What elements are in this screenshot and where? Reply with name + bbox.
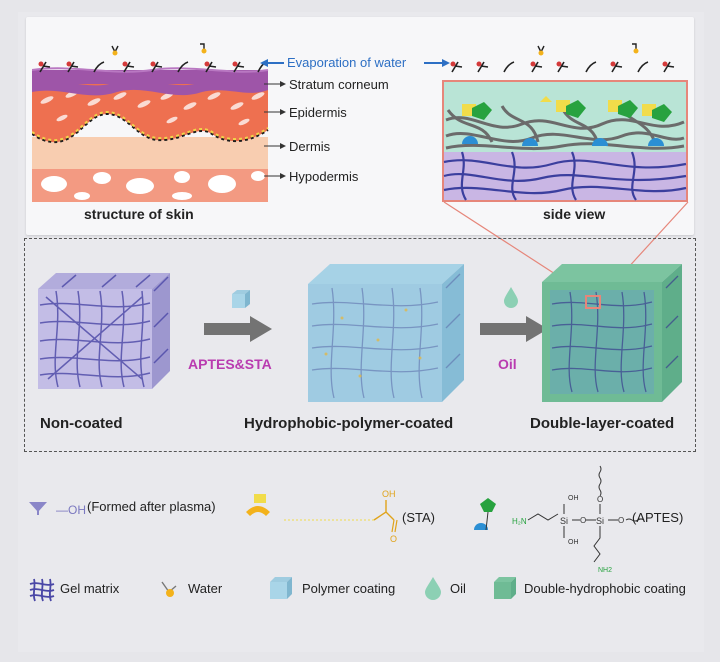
aptes-structure: H₂N Si OH OH O Si O O NH2 <box>474 465 645 574</box>
aptes-oh-1: OH <box>568 495 579 502</box>
epidermis-cells <box>40 90 265 126</box>
double-coating-icon <box>494 577 516 599</box>
label-hypodermis: Hypodermis <box>289 169 359 184</box>
gel-matrix-icon <box>29 578 55 602</box>
step1-label: APTES&STA <box>188 356 272 372</box>
arrow-step-1 <box>204 316 272 342</box>
aptes-oh-2: OH <box>568 539 579 546</box>
sta-o-text: O <box>390 534 397 544</box>
legend-gel: Gel matrix <box>60 581 120 596</box>
sta-oh-text: OH <box>382 489 396 499</box>
aptes-o-2: O <box>597 495 603 504</box>
fat-cells <box>41 171 265 200</box>
process-panel <box>24 238 696 452</box>
aptes-si-2: Si <box>596 516 604 526</box>
sta-label: (STA) <box>402 510 435 525</box>
aptes-label: (APTES) <box>632 510 684 525</box>
aptes-molecules <box>462 136 664 146</box>
water-molecules-side <box>450 43 675 73</box>
legend-water: Water <box>188 581 223 596</box>
plasma-note: (Formed after plasma) <box>87 499 216 514</box>
cube-polymer-coated <box>308 264 464 402</box>
cube-double-layer <box>542 264 682 402</box>
water-icon <box>161 581 177 597</box>
polymer-chains <box>445 105 685 151</box>
oil-drop-icon <box>504 287 518 308</box>
stage-non-coated: Non-coated <box>40 415 123 432</box>
figure-frame: Evaporation of water Stratum corneum Epi… <box>18 12 704 652</box>
oh-group-icon <box>29 502 47 515</box>
sta-molecules <box>462 96 672 122</box>
evaporating-water <box>111 43 205 54</box>
label-stratum-corneum: Stratum corneum <box>289 77 389 92</box>
gel-network <box>443 151 687 201</box>
aptes-o-3: O <box>618 516 624 525</box>
cube-non-coated <box>38 273 170 389</box>
aptes-nh2-text: NH2 <box>598 567 612 574</box>
skin-cross-section <box>32 67 269 202</box>
evaporation-label: Evaporation of water <box>287 55 407 70</box>
aptes-si-1: Si <box>560 516 568 526</box>
step2-label: Oil <box>498 356 517 372</box>
aptes-o-1: O <box>580 516 586 525</box>
stage-polymer-coated: Hydrophobic-polymer-coated <box>244 415 454 432</box>
stage-double-layer: Double-layer-coated <box>530 415 675 432</box>
label-epidermis: Epidermis <box>289 105 347 120</box>
side-view-caption: side view <box>543 206 606 222</box>
polymer-coating-icon <box>270 577 292 599</box>
arrow-step-2 <box>480 316 548 342</box>
legend-polymer: Polymer coating <box>302 581 396 596</box>
legend-double: Double-hydrophobic coating <box>524 581 686 596</box>
legend-oil: Oil <box>450 581 466 596</box>
oh-label: —OH <box>56 503 86 517</box>
evaporation-arrows <box>260 59 450 67</box>
sta-structure: OH O <box>246 489 398 544</box>
skin-caption: structure of skin <box>84 206 194 222</box>
side-view-inset <box>442 80 688 202</box>
aptes-h2n-text: H₂N <box>512 517 527 526</box>
label-dermis: Dermis <box>289 139 331 154</box>
sta-cube-icon <box>232 290 250 308</box>
oil-icon <box>425 577 441 600</box>
layer-pointers <box>264 81 286 179</box>
dermis-layer <box>32 137 268 169</box>
zoom-box <box>585 295 601 309</box>
water-molecules-skin <box>38 43 267 73</box>
